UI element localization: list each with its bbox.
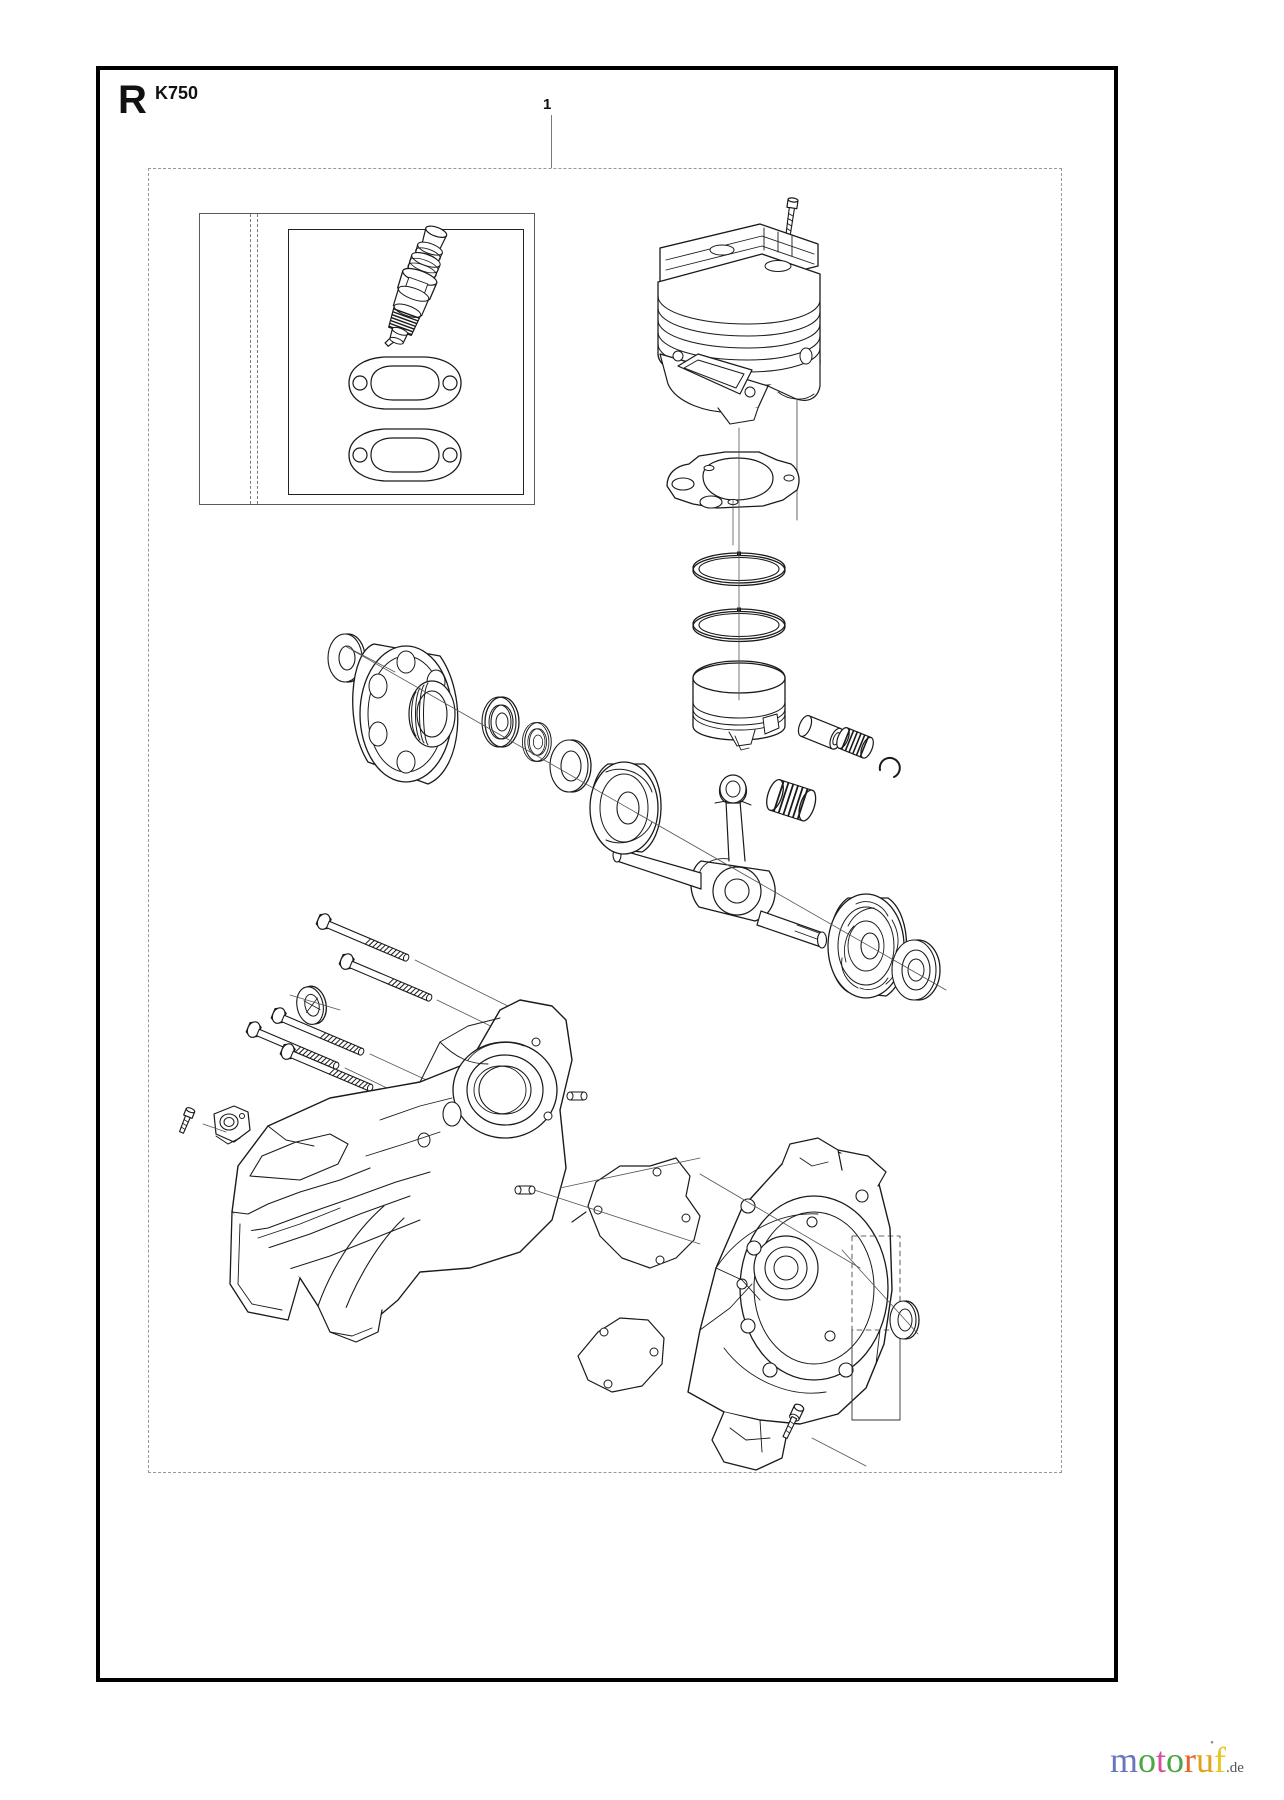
detail-inset-inner-box <box>288 229 524 495</box>
assembly-group-boundary <box>148 168 1062 1473</box>
section-letter: R <box>118 78 147 122</box>
watermark-letter-o1: o <box>1138 1740 1157 1780</box>
watermark-letter-u: u <box>1196 1740 1215 1780</box>
callout-label-1: 1 <box>543 96 552 113</box>
watermark-letter-t: t <box>1156 1740 1167 1780</box>
watermark-tld: .de <box>1226 1760 1244 1776</box>
watermark-accent-dot: • <box>1210 1737 1214 1749</box>
detail-inset-fold-line-a <box>250 214 251 504</box>
watermark-letter-r: r <box>1184 1740 1197 1780</box>
detail-inset-fold-line-b <box>257 214 258 504</box>
model-name-label: K750 <box>155 83 199 103</box>
watermark-letter-m: m <box>1110 1740 1139 1780</box>
watermark-letter-f: f <box>1214 1740 1227 1780</box>
watermark-logo: motoruf• .de <box>1110 1738 1244 1780</box>
watermark-letter-o2: o <box>1166 1740 1185 1780</box>
callout-leader-line-1 <box>551 115 552 168</box>
